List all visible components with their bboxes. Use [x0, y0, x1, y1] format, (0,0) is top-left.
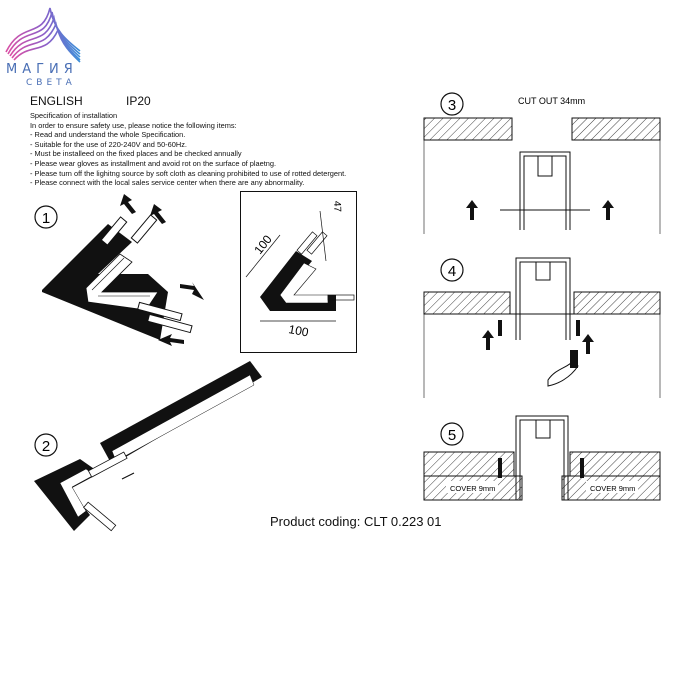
- step1-number: 1: [42, 210, 50, 227]
- dimension-detail-box: 100 100 47: [240, 191, 357, 353]
- instruction-item: - Read and understand the whole Specific…: [30, 130, 186, 140]
- instruction-item: - Please connect with the local sales se…: [30, 178, 305, 188]
- dimension-label-horizontal: 100: [287, 322, 309, 339]
- ip-rating: IP20: [126, 94, 151, 108]
- instruction-item: - Suitable for the use of 220-240V and 5…: [30, 139, 187, 149]
- cutout-label: CUT OUT 34mm: [518, 96, 585, 106]
- instructions-title: Specification of installation: [30, 111, 118, 120]
- brand-subtitle: СВЕТА: [26, 78, 76, 88]
- step3-cutout-diagram: 3 CUT OUT 34mm: [423, 92, 661, 234]
- step4-number: 4: [448, 263, 456, 280]
- cover-label-left: COVER 9mm: [450, 484, 495, 493]
- brand-name: МАГИЯ: [6, 62, 78, 77]
- step2-assembly-diagram: 2: [34, 361, 262, 532]
- brand-logo-graphic: [5, 7, 81, 63]
- step3-circle: [440, 92, 464, 116]
- product-coding: Product coding: CLT 0.223 01: [270, 514, 442, 529]
- instruction-item: - Please turn off the lighitng source by…: [30, 168, 347, 178]
- step5-number: 5: [448, 427, 456, 444]
- language-label: ENGLISH: [30, 94, 83, 108]
- instruction-item: - Must be installeed on the fixed places…: [30, 149, 242, 159]
- step4-circle: [440, 258, 464, 282]
- step1-circle: [34, 205, 58, 229]
- dimension-label-depth: 47: [331, 201, 342, 213]
- step5-circle: [440, 422, 464, 446]
- step2-circle: [34, 433, 58, 457]
- step5-cover-diagram: 5 COVER 9mm COVER 9mm: [423, 415, 661, 501]
- step2-number: 2: [42, 438, 50, 455]
- instructions-intro: In order to ensure safety use, please no…: [30, 120, 237, 130]
- cover-label-right: COVER 9mm: [590, 484, 635, 493]
- step3-number: 3: [448, 97, 456, 114]
- step4-mount-diagram: 4: [423, 257, 661, 398]
- step1-corner-diagram: 1: [34, 194, 204, 346]
- instruction-item: - Please wear gloves as installment and …: [30, 158, 277, 168]
- installation-instructions: Specification of installation In order t…: [30, 111, 420, 188]
